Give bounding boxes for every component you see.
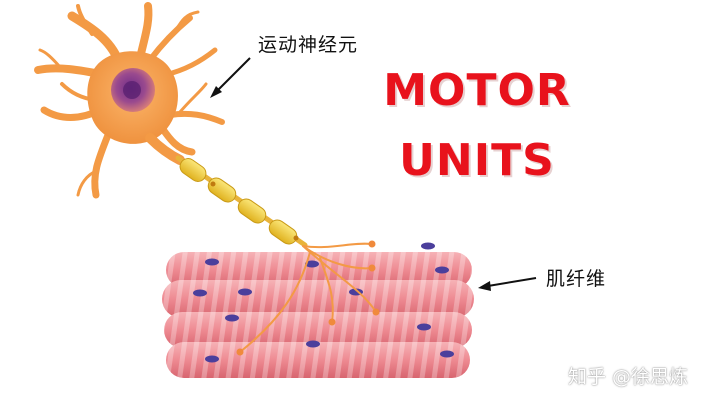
muscle-fiber-1: [166, 252, 472, 288]
muscle-nuclei: [193, 242, 454, 363]
diagram-title: MOTOR UNITS: [362, 56, 592, 196]
motor-neuron-label: 运动神经元: [258, 34, 359, 56]
fiber-pointer-arrow: [478, 277, 537, 291]
muscle-fiber-2: [162, 280, 474, 318]
myelinated-axon: [175, 155, 308, 248]
neuron-pointer-arrow: [210, 57, 251, 98]
title-line-2: UNITS: [399, 135, 555, 186]
muscle-fiber-3: [164, 312, 472, 348]
muscle-fiber-bundle: [162, 242, 474, 378]
watermark: 知乎 @徐思炼: [568, 366, 689, 388]
terminal-boutons: [236, 240, 380, 356]
muscle-fiber-label: 肌纤维: [546, 268, 607, 290]
axon-terminals: [239, 242, 377, 353]
title-line-1: MOTOR: [383, 65, 571, 116]
